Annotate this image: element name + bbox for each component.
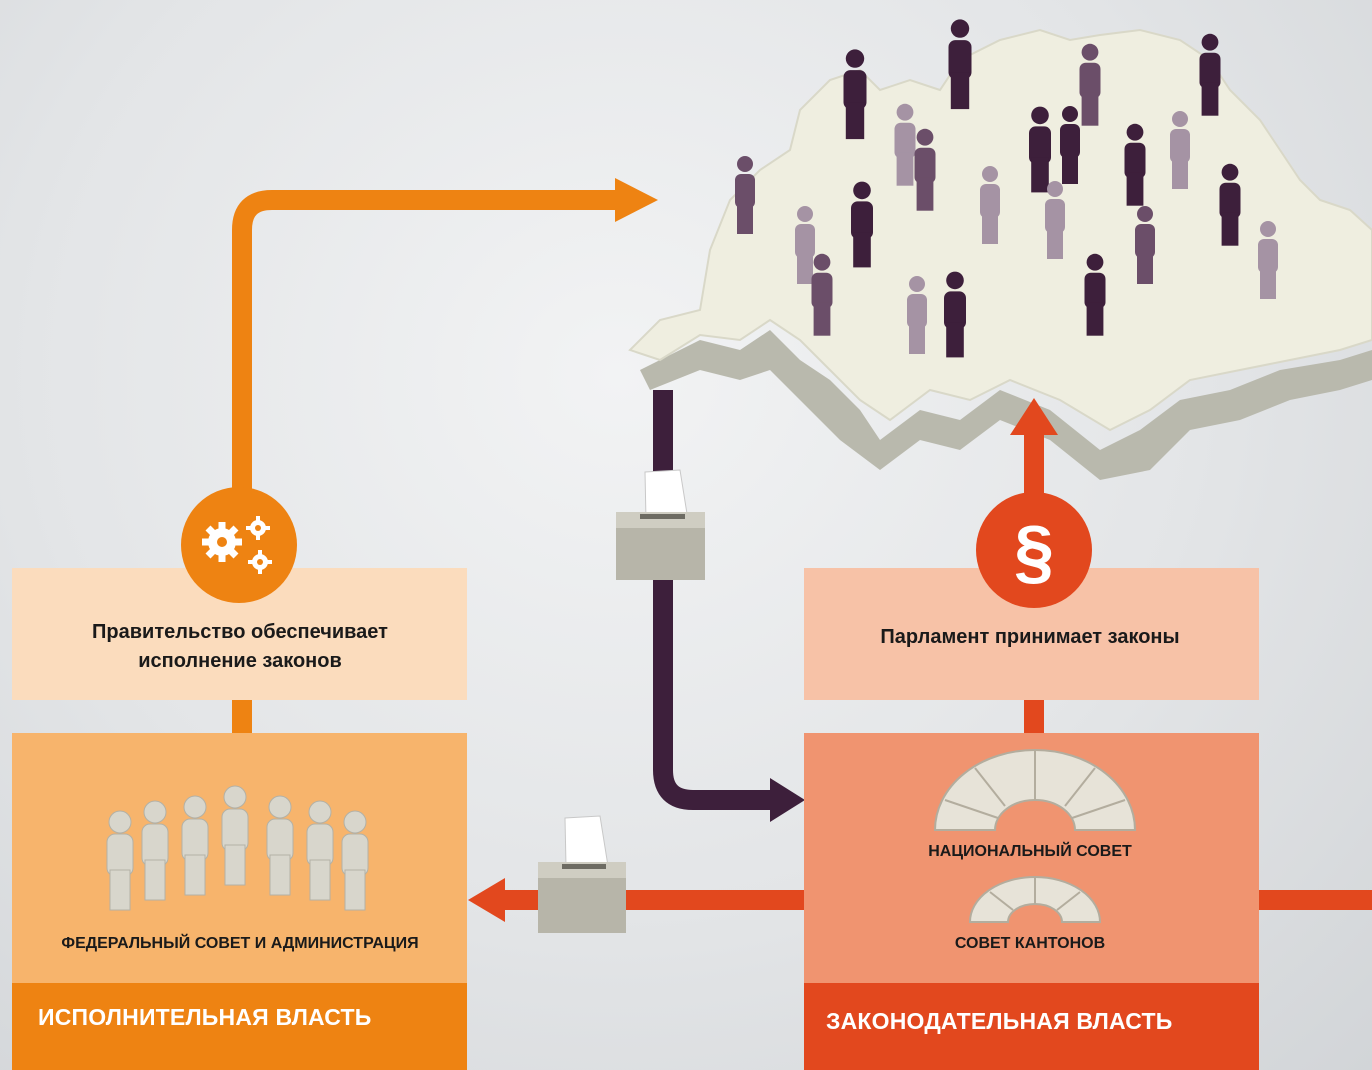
ballot-box-icon — [538, 815, 626, 933]
paragraph-glyph: § — [1014, 512, 1054, 592]
ballot-box-icon — [616, 469, 705, 580]
council-of-states-label: СОВЕТ КАНТОНОВ — [954, 935, 1106, 952]
map-shadow — [640, 330, 1372, 480]
executive-connector — [232, 700, 252, 736]
council-of-states-hemicycle-icon — [968, 876, 1102, 923]
national-council-hemicycle-icon — [933, 749, 1137, 831]
paragraph-icon: § — [976, 492, 1092, 608]
executive-panel — [12, 568, 467, 1070]
legislative-panel — [804, 568, 1259, 1070]
executive-body-name: ФЕДЕРАЛЬНЫЙ СОВЕТ И АДМИНИСТРАЦИЯ — [61, 935, 419, 952]
executive-branch-bar — [12, 983, 467, 1070]
executive-to-people-arrow — [232, 178, 658, 520]
legislative-branch-label: ЗАКОНОДАТЕЛЬНАЯ ВЛАСТЬ — [826, 1008, 1173, 1034]
switzerland-map — [628, 19, 1372, 480]
national-council-label: НАЦИОНАЛЬНЫЙ СОВЕТ — [928, 843, 1132, 860]
people-to-legislative-arrow — [653, 390, 805, 822]
legislative-task-text: Парламент принимает законы — [880, 626, 1180, 648]
executive-branch-label: ИСПОЛНИТЕЛЬНАЯ ВЛАСТЬ — [38, 1004, 372, 1030]
legislative-connector — [1024, 700, 1044, 736]
executive-task-text: Правительство обеспечивает исполнение за… — [92, 621, 388, 672]
legislative-branch-bar — [804, 983, 1259, 1070]
gears-icon — [181, 487, 297, 603]
